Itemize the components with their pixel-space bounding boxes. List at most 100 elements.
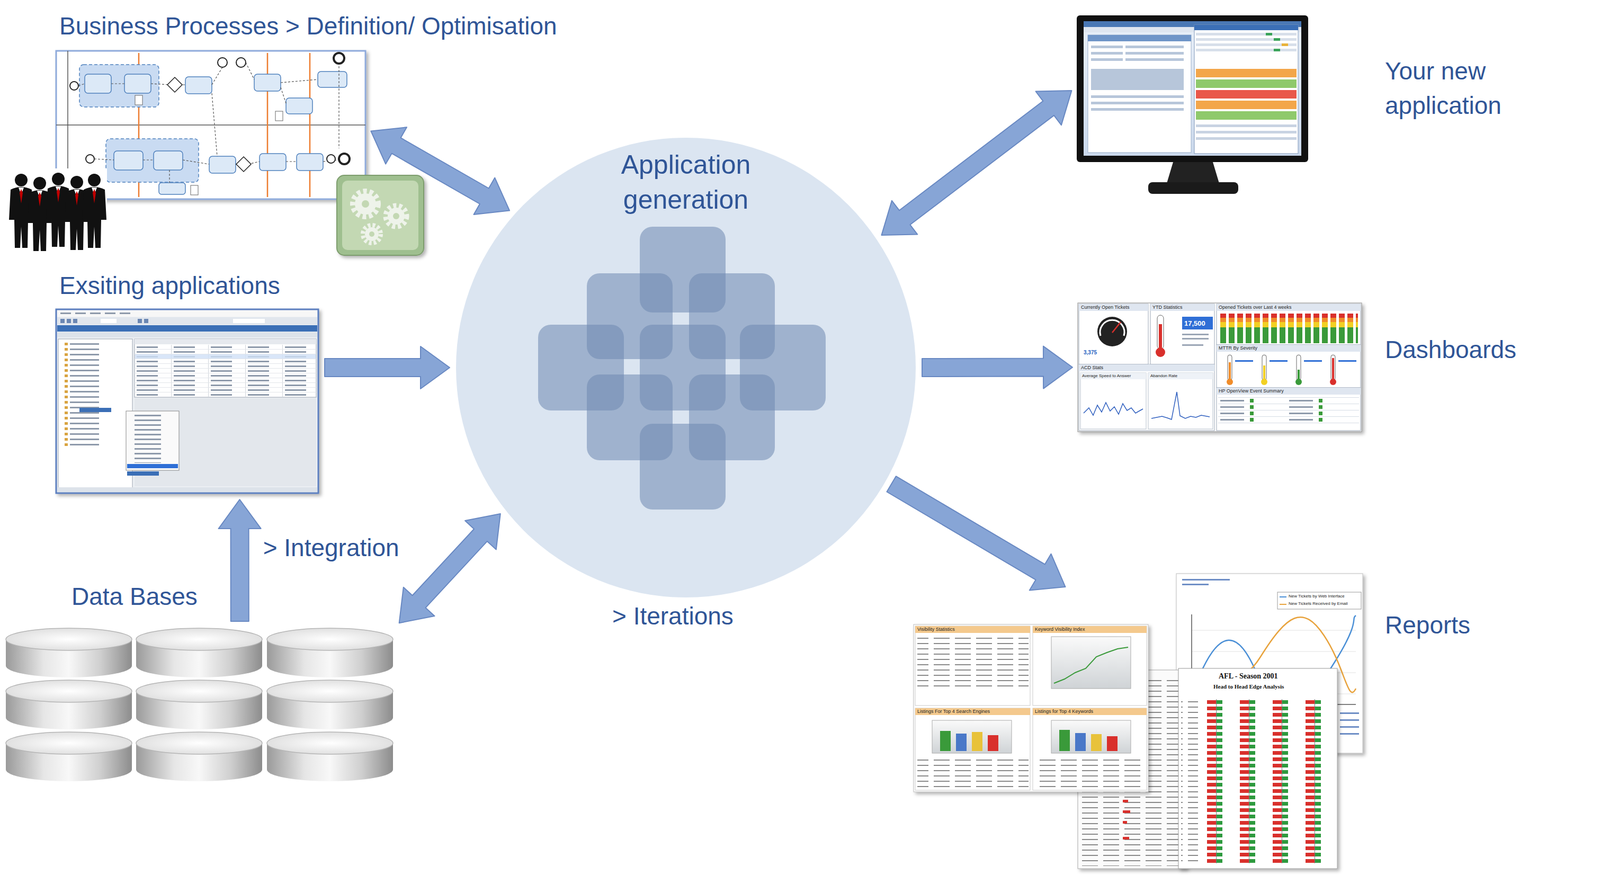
label-anchor: Opened Tickets over Last 4 weeks [1218, 304, 1293, 311]
monitor-illustration-part [1091, 45, 1184, 111]
report-illustration-part-part [1182, 583, 1209, 586]
dashboard-illustration-part-part [1218, 422, 1360, 424]
legend-text: New Tickets by Web Interface [1288, 593, 1346, 600]
report-illustration-part-part [915, 626, 1031, 633]
monitor-illustration-part-part [1273, 38, 1281, 41]
label-anchor: Head to Head Edge Analysis [1212, 683, 1285, 691]
bpmn-diagram-part [56, 124, 366, 126]
bpmn-diagram-part-part [111, 83, 125, 84]
application-screenshot-part-part [119, 312, 131, 315]
application-screenshot-part [127, 463, 178, 469]
report-illustration-part-part [955, 733, 967, 752]
block-arrow [886, 476, 1066, 591]
application-screenshot-part [79, 407, 112, 413]
label-anchor: 17,500 [1184, 319, 1206, 328]
dashboard-illustration: Dashboards [1078, 304, 1361, 431]
report-illustration-part [1199, 699, 1333, 864]
bpmn-diagram-part-part [338, 153, 350, 165]
dashboard-illustration-part-part [1216, 304, 1361, 311]
gears-icon-part [387, 207, 405, 225]
gears-icon-part [369, 231, 375, 237]
dashboard-illustration-part-part [1216, 304, 1361, 345]
gears-icon-part [352, 191, 379, 217]
database-cylinders [5, 628, 393, 782]
application-screenshot-part [57, 325, 318, 332]
report-illustration-part [915, 626, 1147, 715]
application-screenshot-part [57, 487, 318, 493]
report-illustration-part-part [1182, 578, 1230, 581]
label-anchor: Abandon Rate [1149, 373, 1178, 379]
database-cylinders-part [5, 680, 132, 730]
bpmn-diagram-part [84, 71, 347, 195]
bpmn-diagram-part-part [245, 62, 255, 80]
dashboard-illustration-part-part [1332, 358, 1335, 381]
dashboard-illustration-part-part [1249, 398, 1254, 403]
report-illustration-part [917, 635, 1029, 689]
circle-fill [456, 137, 916, 598]
monitor-illustration-part [1195, 100, 1297, 110]
bpmn-diagram-part-part [153, 150, 183, 171]
report-illustration-part [1053, 647, 1129, 684]
monitor-illustration-part [1076, 15, 1309, 163]
gears-icon-part [361, 200, 370, 208]
block-arrow [324, 346, 450, 389]
chart-title: Average Speed to Answer [1081, 373, 1132, 379]
application-screenshot-part-part [90, 312, 101, 315]
dashboard-illustration-part [1112, 322, 1121, 333]
application-screenshot-part-part [104, 312, 116, 315]
database-cylinders-part [5, 731, 132, 782]
bpmn-diagram-part-part [296, 153, 324, 171]
report-illustration-part-part [1191, 651, 1356, 652]
label-anchor: Visibility Statistics [916, 626, 956, 633]
bpmn-diagram-part-part [280, 87, 286, 104]
panel-title: YTD Statistics [1151, 304, 1184, 311]
report-illustration-part-part [1191, 630, 1356, 631]
report-illustration-part [1181, 699, 1199, 864]
monitor-illustration-part-part [1195, 124, 1297, 128]
database-cylinders-part [136, 628, 263, 678]
panel-title: Opened Tickets over Last 4 weeks [1218, 304, 1293, 311]
application-screenshot-part-part [66, 318, 71, 324]
report-illustration-part-part [917, 756, 1029, 789]
legend-text: New Tickets Received by Email [1288, 601, 1349, 607]
label-anchor: YTD Statistics [1151, 304, 1184, 311]
block-arrow [218, 499, 262, 622]
node-title: Exsiting applications [59, 271, 281, 301]
dashboard-illustration-part-part [1220, 399, 1245, 402]
bpmn-diagram-part-part [190, 185, 199, 195]
people-silhouettes-part [5, 168, 107, 250]
metric-value: 17,500 [1184, 319, 1206, 328]
database-cylinders-part [266, 731, 393, 782]
report-illustration-part-part [1339, 712, 1360, 714]
monitor-illustration-part [1087, 34, 1192, 153]
dashboard-illustration-part [1080, 372, 1147, 380]
people-silhouettes [5, 168, 107, 252]
metric-value: 3,375 [1083, 349, 1098, 356]
application-screenshot [56, 309, 319, 494]
label-anchor: Currently Open Tickets [1080, 304, 1131, 311]
dashboard-illustration-part-part [1318, 405, 1323, 409]
dashboard-illustration-part-part [1182, 333, 1209, 336]
dashboard-illustration-part-part [1296, 354, 1301, 381]
dashboard-illustration-part-part [1150, 304, 1215, 365]
panel-title: MTTR By Severity [1218, 345, 1258, 352]
monitor-illustration-part-part [1091, 101, 1184, 105]
dashboard-illustration-part-part [1216, 344, 1361, 388]
dashboard-illustration-part-part [1249, 405, 1254, 409]
dashboard-illustration-part-part-part [1338, 360, 1357, 362]
report-illustration-part-part [1122, 799, 1129, 803]
label-anchor: > Iterations [612, 601, 734, 631]
bpmn-diagram-part-part [185, 76, 212, 94]
panel-title: ACD Stats [1080, 364, 1104, 371]
dashboard-illustration-part-part [1262, 354, 1267, 381]
database-cylinders-part [266, 680, 393, 730]
application-screenshot-part [56, 309, 319, 494]
label-anchor: 3,375 [1083, 349, 1098, 356]
block-arrow [881, 90, 1072, 236]
monitor-illustration-part [1194, 24, 1299, 154]
report-illustration-part-part [940, 730, 951, 752]
application-screenshot-part [134, 338, 317, 398]
edge-label: > Integration [261, 533, 402, 563]
application-screenshot-part [59, 341, 132, 448]
bpmn-diagram-part-part [78, 83, 85, 86]
